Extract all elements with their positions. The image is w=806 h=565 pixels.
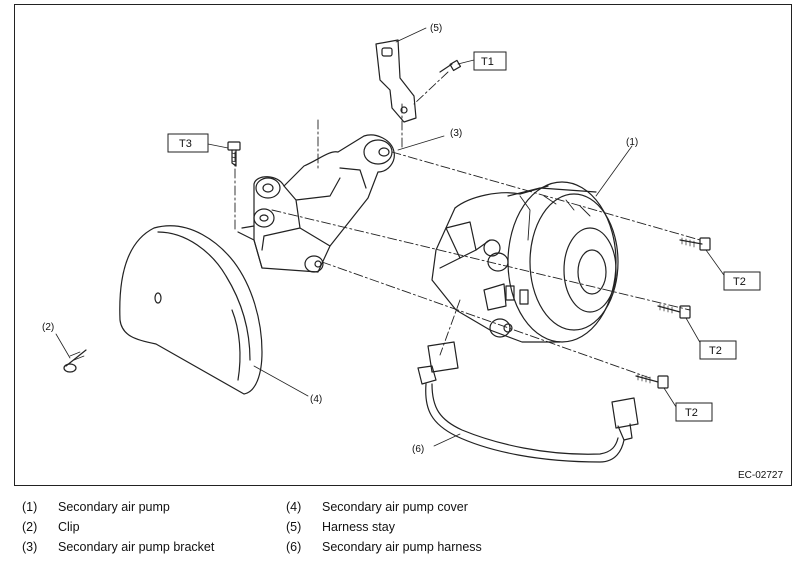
torque-box-t2-lower: T2 (675, 402, 713, 422)
t2-bolt-upper (679, 237, 711, 251)
legend-label: Secondary air pump (58, 500, 170, 514)
legend-label: Secondary air pump harness (322, 540, 482, 554)
legend-num: (4) (286, 500, 302, 514)
legend-label: Clip (58, 520, 80, 534)
legend-num: (5) (286, 520, 302, 534)
callout-6: (6) (412, 444, 424, 455)
clip (63, 349, 87, 373)
legend-num: (2) (22, 520, 38, 534)
callout-1: (1) (626, 137, 638, 148)
parts-legend: (1) Secondary air pump (2) Clip (3) Seconda… (22, 496, 782, 562)
legend-item-5: (5) Harness stay (286, 520, 395, 534)
torque-box-t3: T3 (167, 133, 209, 153)
torque-label-t1: T1 (481, 56, 494, 68)
legend-num: (6) (286, 540, 302, 554)
secondary-air-pump (431, 181, 619, 343)
diagram-frame (14, 4, 792, 486)
t2-bolt-lower (635, 373, 669, 389)
air-pump-bracket (237, 134, 395, 273)
legend-item-2: (2) Clip (22, 520, 80, 534)
torque-label-t2-upper: T2 (733, 276, 746, 288)
callout-4: (4) (310, 394, 322, 405)
torque-box-t2-upper: T2 (723, 271, 761, 291)
legend-item-6: (6) Secondary air pump harness (286, 540, 482, 554)
legend-label: Harness stay (322, 520, 395, 534)
air-pump-cover (119, 225, 263, 395)
legend-item-3: (3) Secondary air pump bracket (22, 540, 214, 554)
t1-bolt (439, 59, 462, 73)
legend-num: (1) (22, 500, 38, 514)
torque-label-t3: T3 (179, 138, 192, 150)
air-pump-harness (417, 341, 639, 463)
torque-label-t2-lower: T2 (685, 407, 698, 419)
callout-3: (3) (450, 128, 462, 139)
legend-item-1: (1) Secondary air pump (22, 500, 170, 514)
harness-stay (375, 39, 417, 123)
torque-box-t1: T1 (473, 51, 507, 71)
legend-label: Secondary air pump bracket (58, 540, 215, 554)
torque-box-t2-middle: T2 (699, 340, 737, 360)
callout-5: (5) (430, 23, 442, 34)
torque-label-t2-middle: T2 (709, 345, 722, 357)
t3-bolt (227, 141, 241, 167)
legend-num: (3) (22, 540, 38, 554)
t2-bolt-middle (657, 303, 691, 319)
figure-code: EC-02727 (738, 470, 783, 481)
leader-lines (55, 27, 727, 447)
legend-label: Secondary air pump cover (322, 500, 468, 514)
legend-item-4: (4) Secondary air pump cover (286, 500, 468, 514)
exploded-view-diagram: (5) (3) (1) (2) (4) (6) T1 T3 T2 T2 T2 E… (42, 23, 783, 481)
alignment-lines (234, 71, 701, 379)
callout-2: (2) (42, 322, 54, 333)
